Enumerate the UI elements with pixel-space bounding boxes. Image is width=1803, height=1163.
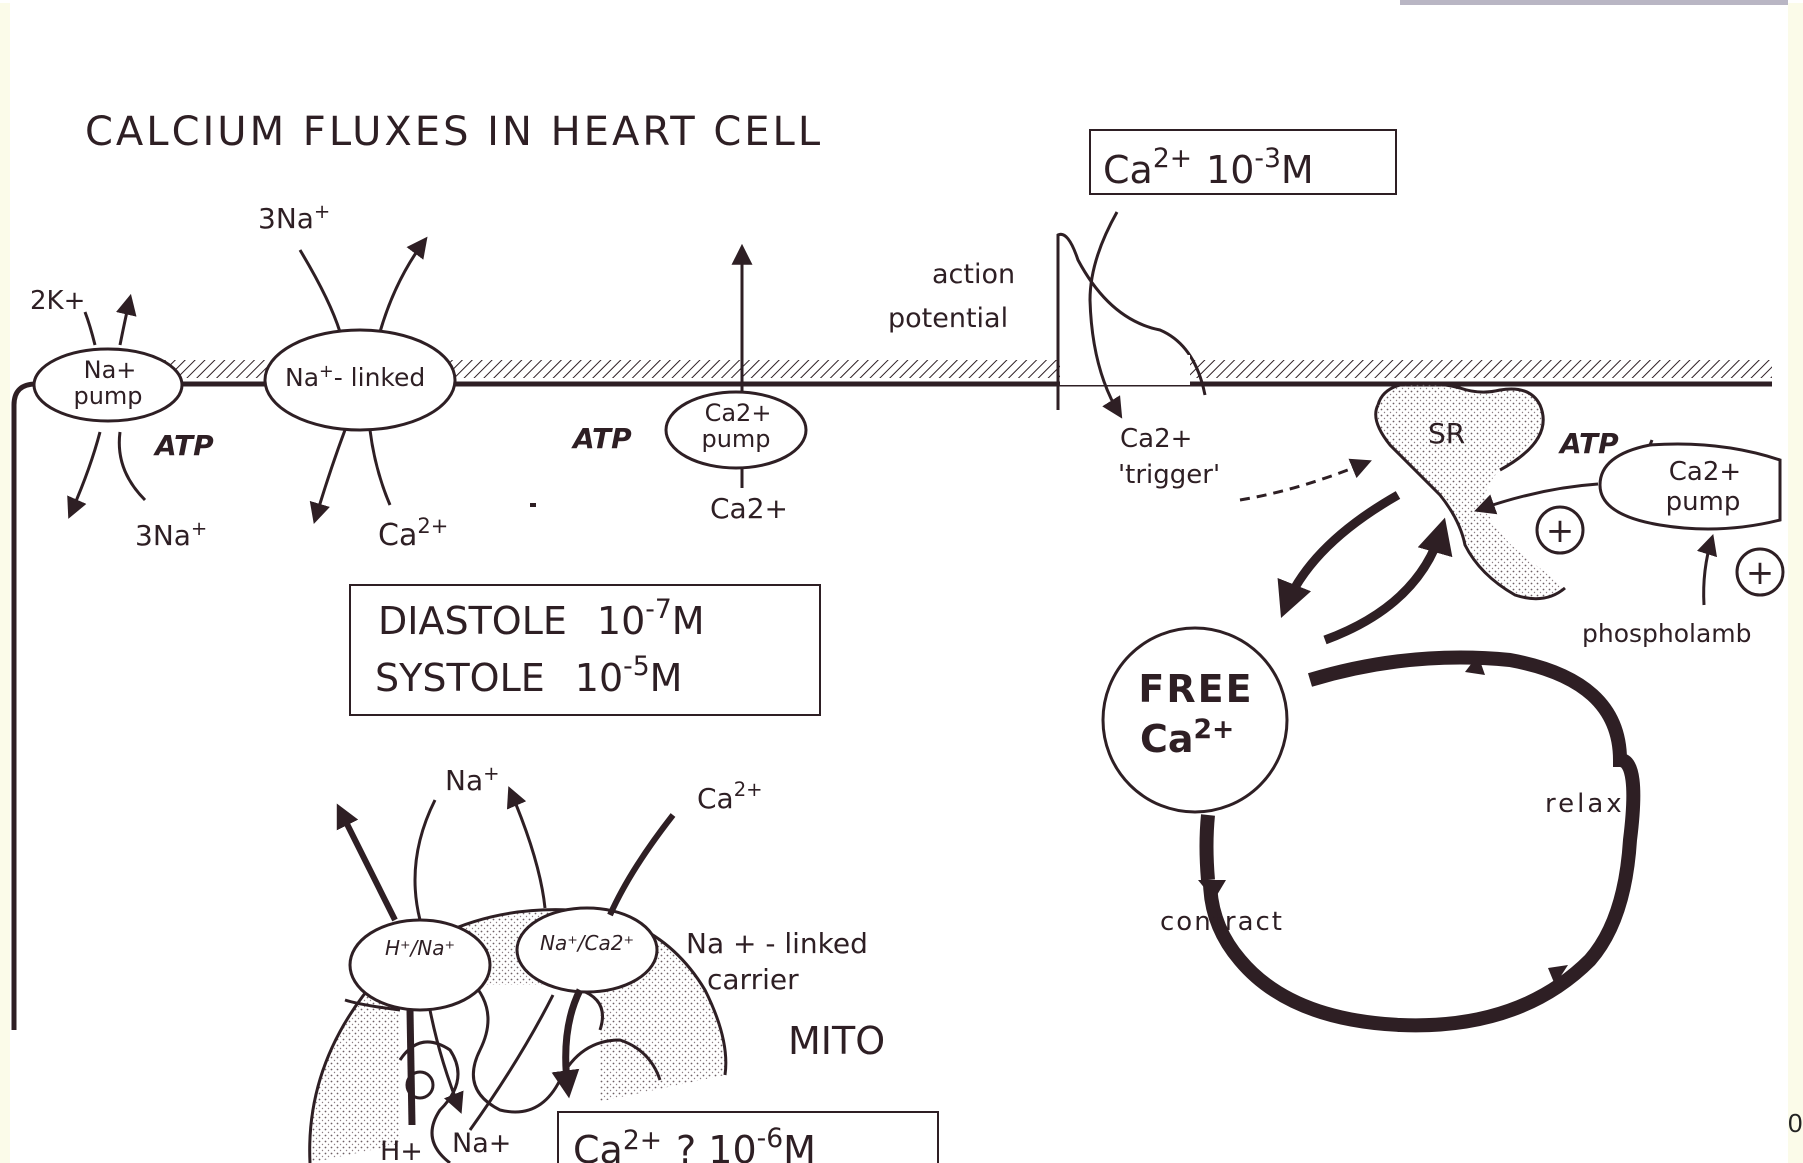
- bottom-na-label: 3Na+: [135, 517, 207, 552]
- action-label: action: [932, 259, 1015, 290]
- na-ca-label: Na⁺/Ca2⁺: [540, 931, 634, 955]
- na-bottom-label: Na+: [452, 1128, 511, 1159]
- carrier-label-2: carrier: [707, 963, 799, 996]
- na-linked-label: Na+- linked: [285, 362, 425, 392]
- h-bottom-label: H+: [380, 1136, 423, 1163]
- na-pump-label-2: pump: [73, 382, 142, 410]
- plus-symbol-phospholamban: +: [1737, 549, 1783, 595]
- ca-pump-label-2: pump: [701, 425, 770, 453]
- contract-label: contract: [1160, 907, 1284, 937]
- k-label: 2K+: [30, 286, 85, 316]
- sarcoplasmic-reticulum: SR: [1376, 383, 1565, 599]
- atp-label-sr: ATP: [1558, 427, 1619, 460]
- h-na-label: H⁺/Na⁺: [385, 936, 455, 960]
- diagram-title: CALCIUM FLUXES IN HEART CELL: [85, 109, 823, 155]
- phospholamban-label: phospholamb: [1582, 619, 1752, 648]
- potential-label: potential: [888, 303, 1008, 334]
- ca-bottom-label: Ca2+: [378, 514, 448, 553]
- trigger-label: 'trigger': [1118, 460, 1220, 490]
- top-na-label: 3Na+: [258, 200, 330, 235]
- page-number: 0: [1788, 1108, 1802, 1139]
- ca-pump-label-1: Ca2+: [705, 399, 772, 427]
- speck: [530, 503, 536, 507]
- mitochondrial-ca-box: Ca2+? 10-6M: [558, 1112, 938, 1163]
- atp-label-na: ATP: [153, 429, 214, 462]
- extracellular-ca-box: Ca2+10-3M: [1090, 130, 1396, 194]
- ca-trigger-label: Ca2+: [1120, 424, 1192, 454]
- contraction-cycle: FREE Ca2+: [1103, 628, 1633, 1025]
- mito-na-label: Na+: [445, 762, 500, 797]
- mito-label: MITO: [788, 1019, 885, 1063]
- svg-text:+: +: [1746, 553, 1775, 593]
- relax-label: relax: [1545, 789, 1625, 819]
- sr-ca-pump-label-1: Ca2+: [1669, 457, 1741, 487]
- carrier-label-1: Na + - linked: [686, 927, 868, 960]
- sr-label: SR: [1428, 417, 1465, 450]
- plus-symbol-sr: +: [1537, 507, 1583, 553]
- mito-ca-label: Ca2+: [697, 778, 763, 815]
- na-pump: Na+ pump: [34, 298, 182, 515]
- na-linked-exchanger: Na+- linked: [265, 240, 455, 520]
- ca-pump-below-label: Ca2+: [710, 492, 788, 525]
- atp-label-ca: ATP: [571, 422, 632, 455]
- svg-text:+: +: [1546, 511, 1575, 551]
- free-label: FREE: [1138, 667, 1253, 711]
- sr-ca-pump-label-2: pump: [1666, 487, 1741, 517]
- na-pump-label-1: Na+: [84, 356, 137, 384]
- extracellular-ca-label: Ca2+10-3M: [1103, 143, 1314, 192]
